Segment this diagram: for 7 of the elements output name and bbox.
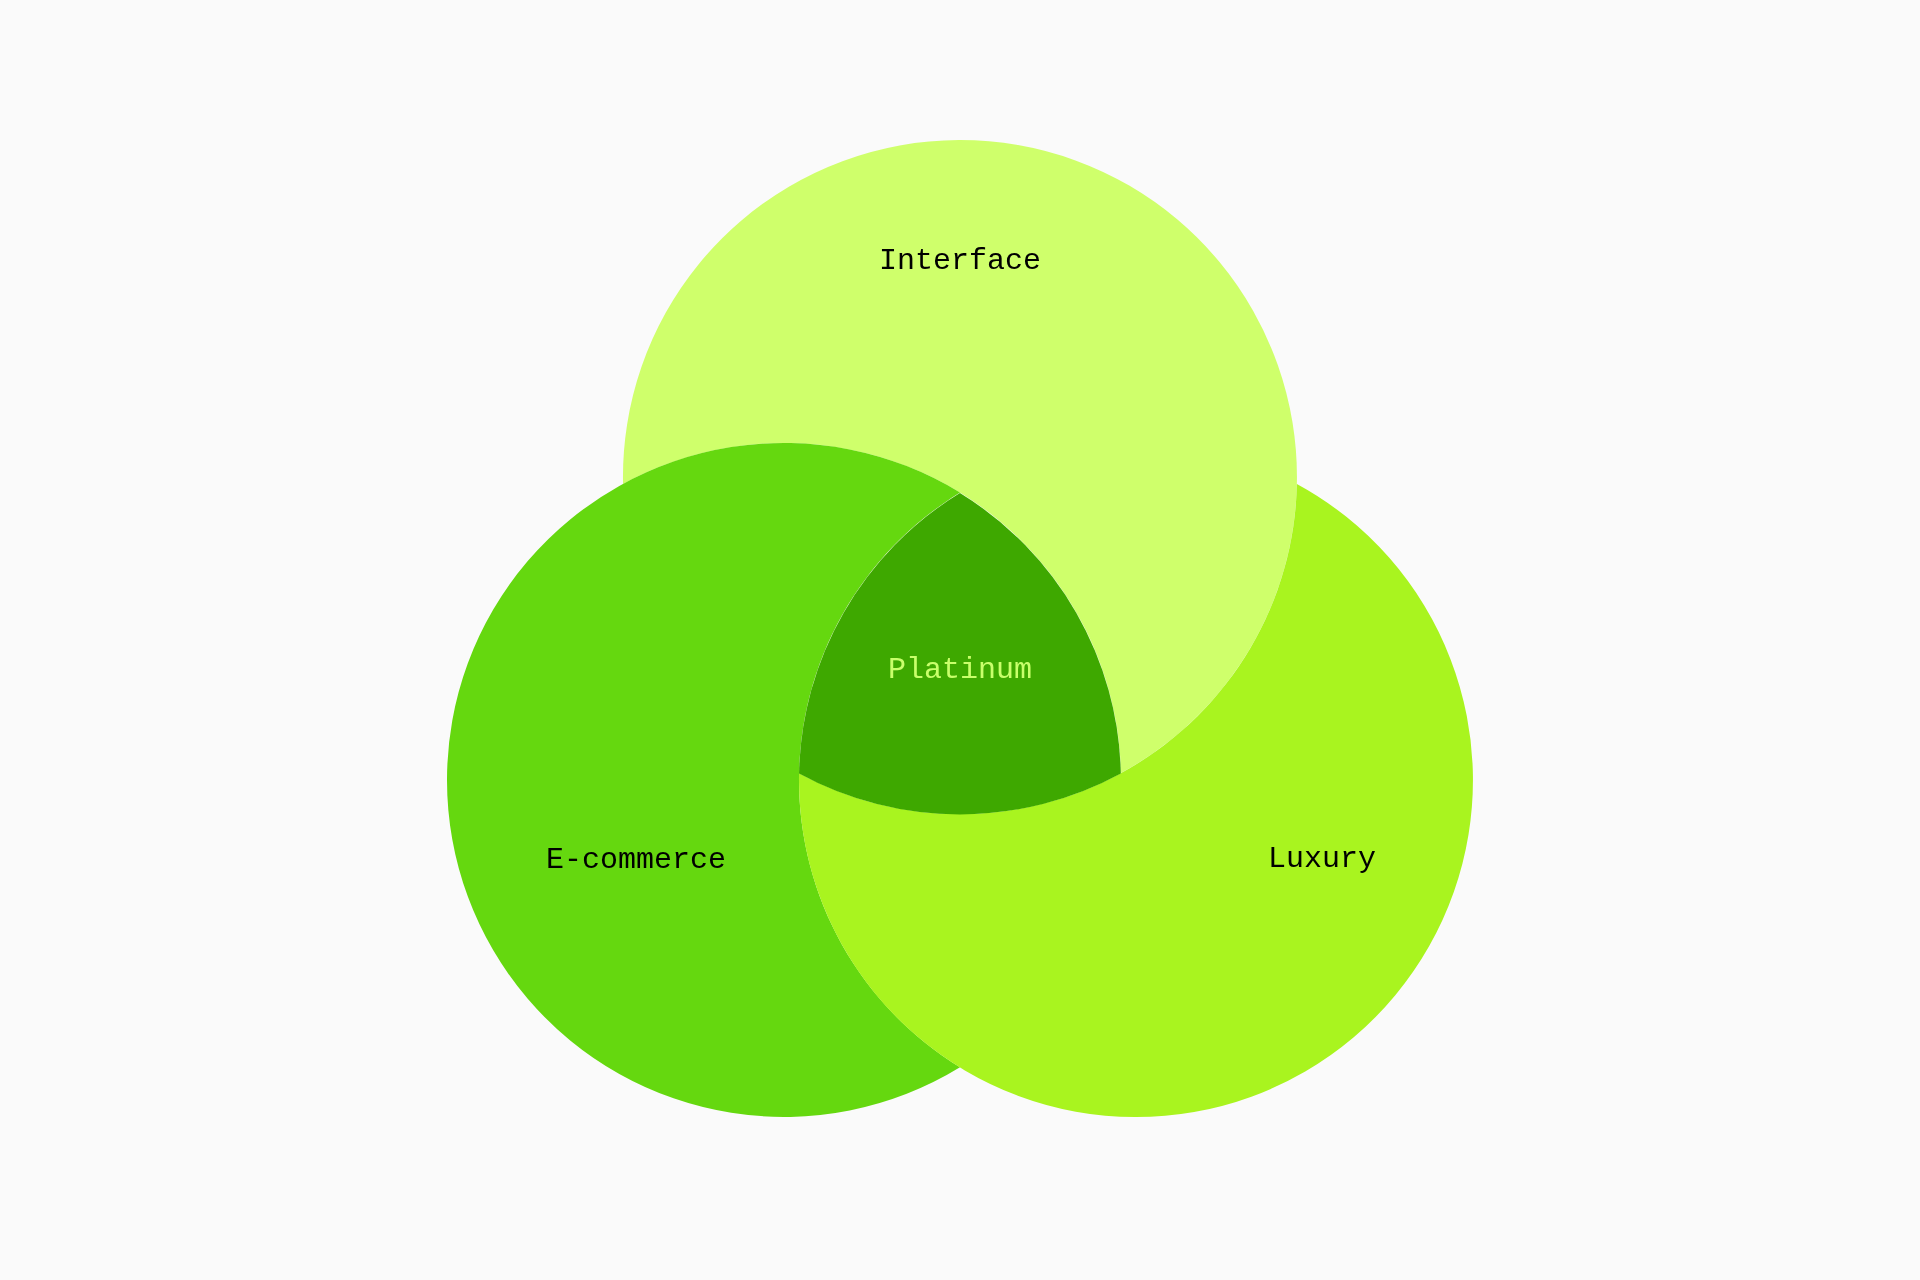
set-label: Luxury [1267, 841, 1376, 877]
crescent-region [623, 140, 1297, 774]
set-label: Interface [878, 243, 1041, 279]
crescent-region [799, 483, 1473, 1117]
overlap-label: Platinum [887, 652, 1032, 688]
set-label: E-commerce [546, 842, 726, 878]
overlap-region [799, 492, 1121, 814]
